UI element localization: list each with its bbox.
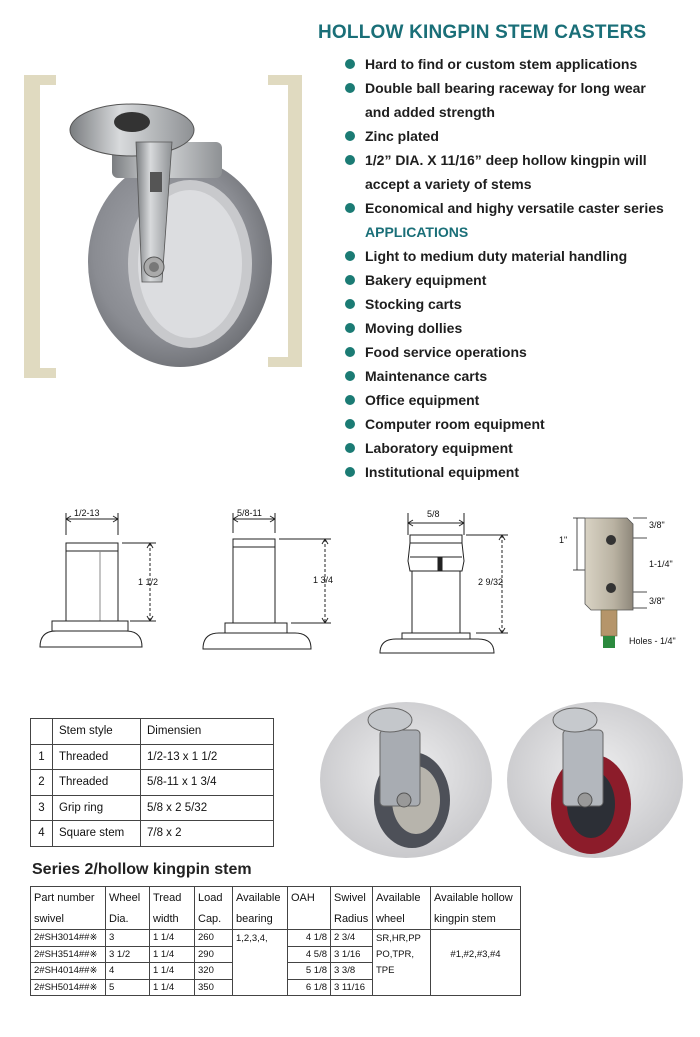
series-table: Part number Wheel Tread Load Available O…	[30, 886, 521, 996]
page-title: HOLLOW KINGPIN STEM CASTERS	[318, 22, 647, 43]
caster-photo	[69, 103, 272, 367]
bullet-icon	[345, 131, 355, 141]
table-row: 3 Grip ring 5/8 x 2 5/32	[30, 794, 274, 821]
bullet-icon	[345, 155, 355, 165]
list-item: Bakery equipment	[343, 268, 693, 292]
bullet-icon	[345, 371, 355, 381]
dim-top-label: 1/2-13	[74, 508, 100, 518]
stem-drawing-threaded-1: 1/2-13 1 1/2	[39, 508, 158, 648]
dim-left-label: 1"	[559, 535, 567, 545]
list-item: Moving dollies	[343, 316, 693, 340]
feature-list: Hard to find or custom stem applications…	[343, 52, 693, 484]
right-bracket	[288, 75, 302, 367]
applications-heading: APPLICATIONS	[365, 224, 469, 240]
table-row: 2 Threaded 5/8-11 x 1 3/4	[30, 769, 274, 796]
list-item: Food service operations	[343, 340, 693, 364]
list-item: Laboratory equipment	[343, 436, 693, 460]
holes-note: Holes - 1/4"	[629, 636, 676, 646]
stem-table: Stem style Dimensien 1 Threaded 1/2-13 x…	[30, 718, 274, 847]
list-item: Maintenance carts	[343, 364, 693, 388]
bullet-icon	[345, 275, 355, 285]
dim-a-label: 3/8"	[649, 520, 665, 530]
list-item: Computer room equipment	[343, 412, 693, 436]
table-row: 2#SH4014##※ 4 1 1/4 320 5 1/8 3 3/8 TPE	[30, 962, 521, 980]
table-row: 2#SH3514##※ 3 1/2 1 1/4 290 4 5/8 3 1/16…	[30, 945, 521, 963]
list-item: 1/2” DIA. X 11/16” deep hollow kingpin w…	[343, 148, 693, 172]
bullet-icon	[345, 347, 355, 357]
table-header: swivel Dia. width Cap. bearing Radius wh…	[30, 908, 521, 930]
caster-red-photo	[507, 702, 683, 858]
bullet-icon	[345, 299, 355, 309]
dim-top-label: 5/8	[427, 509, 440, 519]
dim-c-label: 3/8"	[649, 596, 665, 606]
list-item: and added strength	[365, 104, 495, 120]
dim-height-label: 1 3/4	[313, 575, 333, 585]
bullet-icon	[345, 467, 355, 477]
caster-gray-photo	[320, 702, 492, 858]
list-item: Hard to find or custom stem applications	[343, 52, 693, 76]
list-item: Double ball bearing raceway for long wea…	[343, 76, 693, 100]
table-row: 1 Threaded 1/2-13 x 1 1/2	[30, 743, 274, 770]
list-item: Office equipment	[343, 388, 693, 412]
series-title: Series 2/hollow kingpin stem	[32, 861, 252, 878]
bullet-icon	[345, 419, 355, 429]
stem-drawing-threaded-2: 5/8-11 1 3/4	[202, 508, 333, 650]
table-header: Stem style Dimensien	[30, 718, 274, 745]
table-row: 2#SH3014##※ 3 1 1/4 260 1,2,3,4, 4 1/8 2…	[30, 929, 521, 947]
list-item: Economical and highy versatile caster se…	[343, 196, 693, 220]
table-row: 4 Square stem 7/8 x 2	[30, 820, 274, 847]
table-header: Part number Wheel Tread Load Available O…	[30, 886, 521, 908]
bullet-icon	[345, 59, 355, 69]
list-item: Zinc plated	[343, 124, 693, 148]
bullet-icon	[345, 83, 355, 93]
bullet-icon	[345, 203, 355, 213]
bullet-icon	[345, 443, 355, 453]
bullet-icon	[345, 395, 355, 405]
dim-height-label: 2 9/32	[478, 577, 503, 587]
table-row: 2#SH5014##※ 5 1 1/4 350 6 1/8 3 11/16	[30, 978, 521, 996]
left-bracket	[24, 75, 40, 378]
dim-b-label: 1-1/4"	[649, 559, 673, 569]
list-item: Stocking carts	[343, 292, 693, 316]
list-item: Institutional equipment	[343, 460, 693, 484]
dim-top-label: 5/8-11	[237, 508, 262, 518]
stem-drawing-grip-ring: 5/8 2 9/32	[379, 509, 508, 654]
bullet-icon	[345, 323, 355, 333]
bullet-icon	[345, 251, 355, 261]
list-item: accept a variety of stems	[365, 176, 532, 192]
list-item: Light to medium duty material handling	[343, 244, 693, 268]
stem-drawing-square: 1" 3/8" 1-1/4" 3/8" Holes - 1/4"	[559, 517, 676, 648]
dim-height-label: 1 1/2	[138, 577, 158, 587]
